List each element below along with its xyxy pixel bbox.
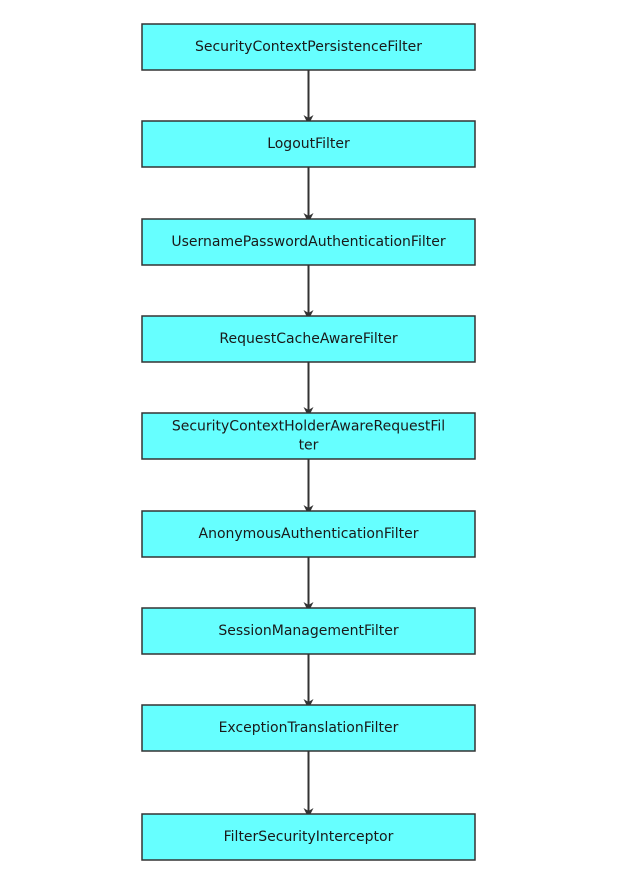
node-label: FilterSecurityInterceptor [224,829,394,845]
node-request-cache-aware-filter: RequestCacheAwareFilter [141,315,476,363]
node-box [141,218,476,266]
node-session-management-filter: SessionManagementFilter [141,607,476,655]
node-box [141,315,476,363]
node-security-context-holder-aware-request-filter: SecurityContextHolderAwareRequestFil ter [141,412,476,460]
node-box [141,813,476,861]
node-label: UsernamePasswordAuthenticationFilter [171,234,445,250]
node-label: ExceptionTranslationFilter [219,720,399,736]
node-box [141,23,476,71]
node-box [141,510,476,558]
node-box [141,607,476,655]
node-label: LogoutFilter [267,136,350,152]
node-box [141,412,476,460]
node-label: AnonymousAuthenticationFilter [199,526,419,542]
node-label: SecurityContextPersistenceFilter [195,39,422,55]
node-exception-translation-filter: ExceptionTranslationFilter [141,704,476,752]
node-security-context-persistence-filter: SecurityContextPersistenceFilter [141,23,476,71]
node-label: SessionManagementFilter [218,623,399,639]
node-username-password-authentication-filter: UsernamePasswordAuthenticationFilter [141,218,476,266]
node-label: ter [299,438,319,454]
node-box [141,704,476,752]
node-anonymous-authentication-filter: AnonymousAuthenticationFilter [141,510,476,558]
node-label: RequestCacheAwareFilter [219,331,397,347]
node-logout-filter: LogoutFilter [141,120,476,168]
node-label: SecurityContextHolderAwareRequestFil [172,419,445,435]
nodes-layer: SecurityContextPersistenceFilterLogoutFi… [141,23,476,861]
node-filter-security-interceptor: FilterSecurityInterceptor [141,813,476,861]
node-box [141,120,476,168]
